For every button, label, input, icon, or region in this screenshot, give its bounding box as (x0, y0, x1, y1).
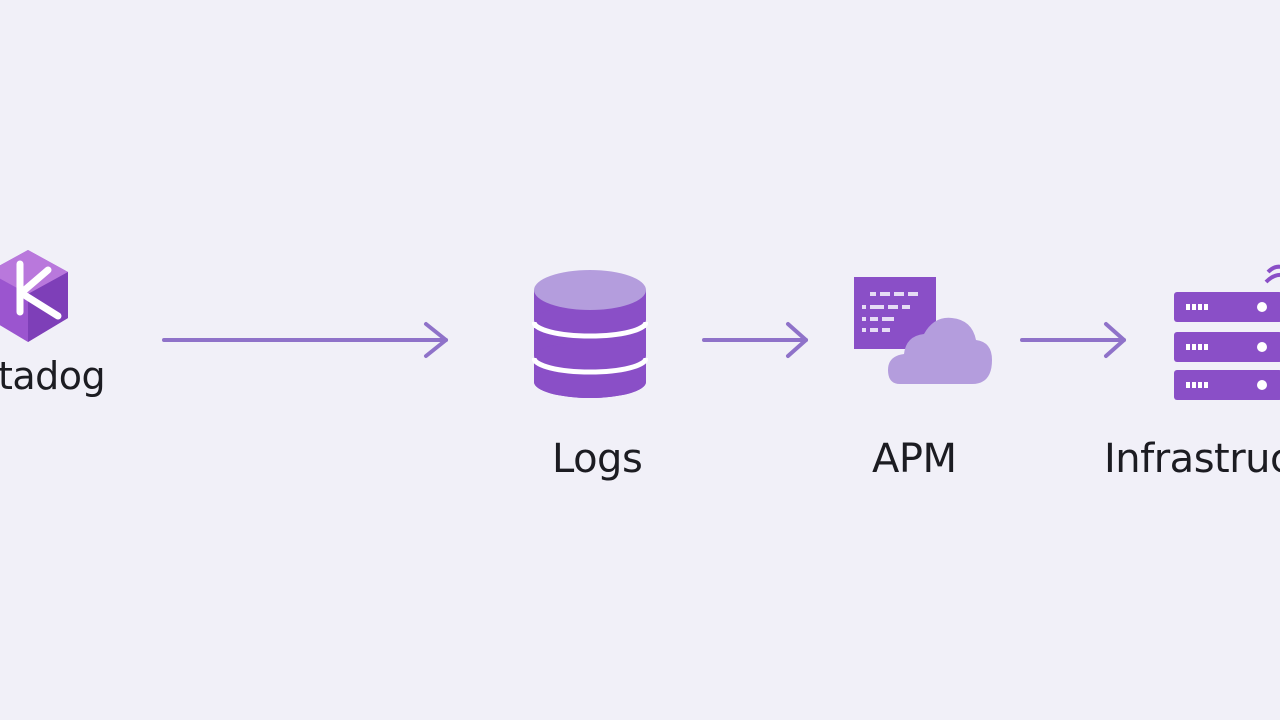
infrastructure-node: Infrastruc (1100, 262, 1280, 492)
logs-label: Logs (552, 436, 643, 482)
edge-arrow-apm-infra (1020, 322, 1126, 358)
apm-node: APM (848, 270, 1008, 492)
edge-arrow-source-logs (162, 322, 448, 358)
apm-cloud-icon (854, 277, 992, 384)
infrastructure-label: Infrastruc (1104, 436, 1280, 482)
edge-arrow-logs-apm (702, 322, 808, 358)
server-rack-icon (1174, 264, 1280, 400)
source-node: tadog (0, 240, 110, 410)
apm-label: APM (872, 436, 957, 482)
logs-node: Logs (520, 262, 680, 492)
database-icon (532, 270, 648, 398)
datadog-logo-icon (0, 250, 68, 342)
source-label: tadog (0, 354, 106, 398)
